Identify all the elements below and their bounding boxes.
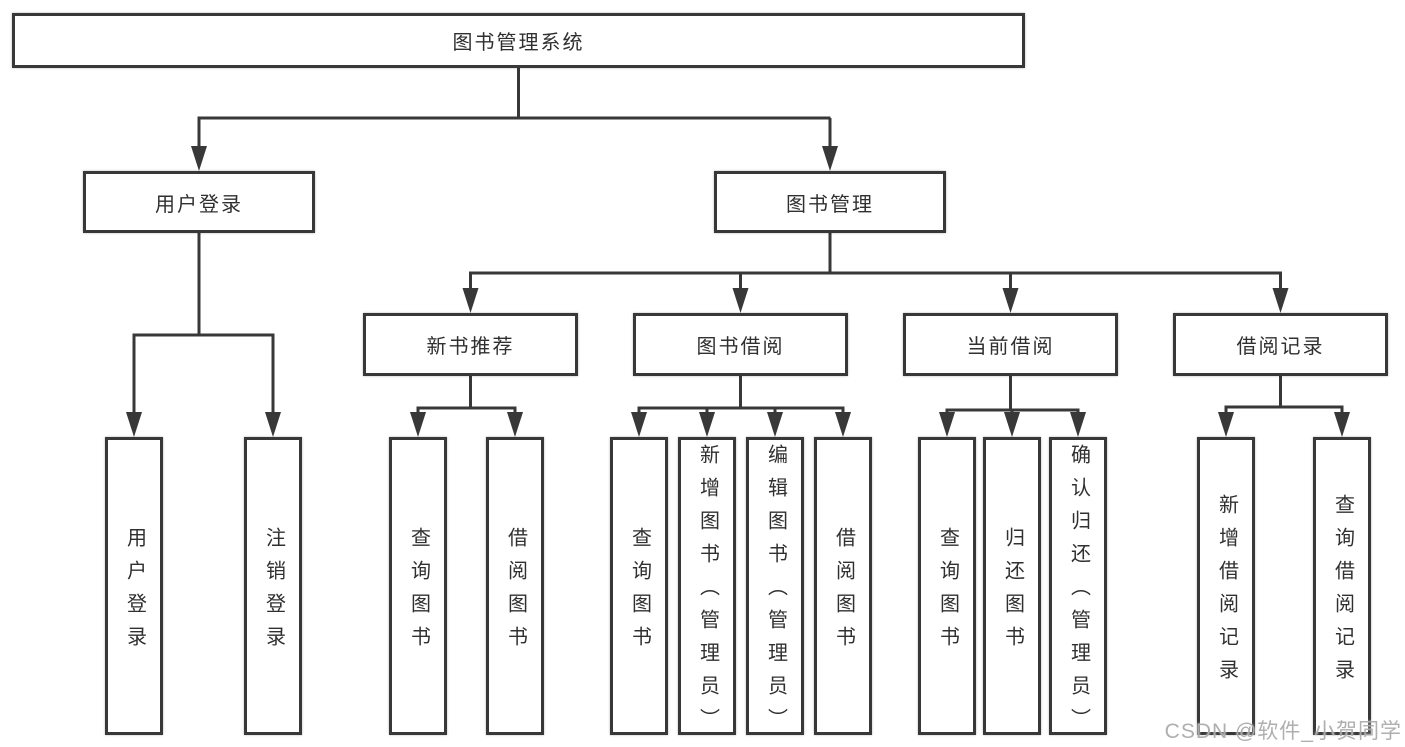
node-label: 查询借阅记录 xyxy=(1331,493,1354,692)
arrow-down-icon xyxy=(410,412,426,437)
node-book-management: 图书管理 xyxy=(714,171,946,233)
node-label: 新增借阅记录 xyxy=(1215,493,1238,692)
node-label: 查询图书 xyxy=(628,526,651,659)
node-label: 查询图书 xyxy=(936,526,959,659)
node-leaf-query-book-current: 查询图书 xyxy=(918,437,976,735)
node-book-borrow: 图书借阅 xyxy=(633,313,848,376)
node-leaf-query-borrow-record: 查询借阅记录 xyxy=(1313,437,1371,735)
arrow-down-icon xyxy=(631,412,647,437)
node-label: 注销登录 xyxy=(262,526,285,659)
node-label: 图书管理系统 xyxy=(452,32,585,54)
node-label: 图书借阅 xyxy=(696,336,785,358)
node-leaf-edit-book-admin: 编辑图书（管理员） xyxy=(746,437,804,741)
arrow-down-icon xyxy=(462,288,479,313)
node-leaf-borrow-book-recommend: 借阅图书 xyxy=(486,437,544,735)
csdn-watermark: CSDN @软件_小贺同学 xyxy=(1164,720,1402,743)
node-label: 图书管理 xyxy=(786,193,874,216)
node-label: 确认归还（管理员） xyxy=(1067,444,1090,741)
node-leaf-query-book-recommend: 查询图书 xyxy=(389,437,447,735)
arrow-down-icon xyxy=(822,146,838,171)
node-leaf-return-book: 归还图书 xyxy=(983,437,1041,735)
arrow-down-icon xyxy=(1004,412,1020,437)
node-root-library-system: 图书管理系统 xyxy=(12,13,1025,68)
node-new-book-recommend: 新书推荐 xyxy=(363,313,578,376)
node-leaf-add-book-admin: 新增图书（管理员） xyxy=(678,437,736,741)
node-user-login: 用户登录 xyxy=(83,171,315,233)
arrow-down-icon xyxy=(191,146,207,171)
arrow-down-icon xyxy=(699,412,715,437)
node-leaf-user-login: 用户登录 xyxy=(105,437,163,735)
arrow-down-icon xyxy=(1070,412,1086,437)
arrow-down-icon xyxy=(265,412,281,437)
arrow-down-icon xyxy=(1002,288,1019,313)
node-label: 借阅图书 xyxy=(504,526,527,659)
node-borrow-records: 借阅记录 xyxy=(1173,313,1388,376)
node-label: 查询图书 xyxy=(407,526,430,659)
node-leaf-confirm-return-admin: 确认归还（管理员） xyxy=(1049,437,1107,741)
node-label: 借阅图书 xyxy=(832,526,855,659)
arrow-down-icon xyxy=(939,412,955,437)
node-label: 用户登录 xyxy=(123,526,146,659)
arrow-down-icon xyxy=(835,412,851,437)
node-label: 新书推荐 xyxy=(426,336,515,358)
arrow-down-icon xyxy=(1334,412,1350,437)
arrow-down-icon xyxy=(507,412,523,437)
node-leaf-borrow-book: 借阅图书 xyxy=(814,437,872,735)
node-leaf-add-borrow-record: 新增借阅记录 xyxy=(1197,437,1255,735)
node-label: 借阅记录 xyxy=(1236,336,1325,358)
arrow-down-icon xyxy=(767,412,783,437)
node-leaf-logout: 注销登录 xyxy=(244,437,302,735)
arrow-down-icon xyxy=(126,412,142,437)
node-leaf-query-book-borrow: 查询图书 xyxy=(610,437,668,735)
arrow-down-icon xyxy=(732,288,749,313)
node-current-borrow: 当前借阅 xyxy=(903,313,1118,376)
arrow-down-icon xyxy=(1272,288,1289,313)
arrow-down-icon xyxy=(1218,412,1234,437)
node-label: 新增图书（管理员） xyxy=(696,444,719,741)
node-label: 归还图书 xyxy=(1001,526,1024,659)
node-label: 用户登录 xyxy=(155,193,243,216)
node-label: 编辑图书（管理员） xyxy=(764,444,787,741)
node-label: 当前借阅 xyxy=(966,336,1055,358)
